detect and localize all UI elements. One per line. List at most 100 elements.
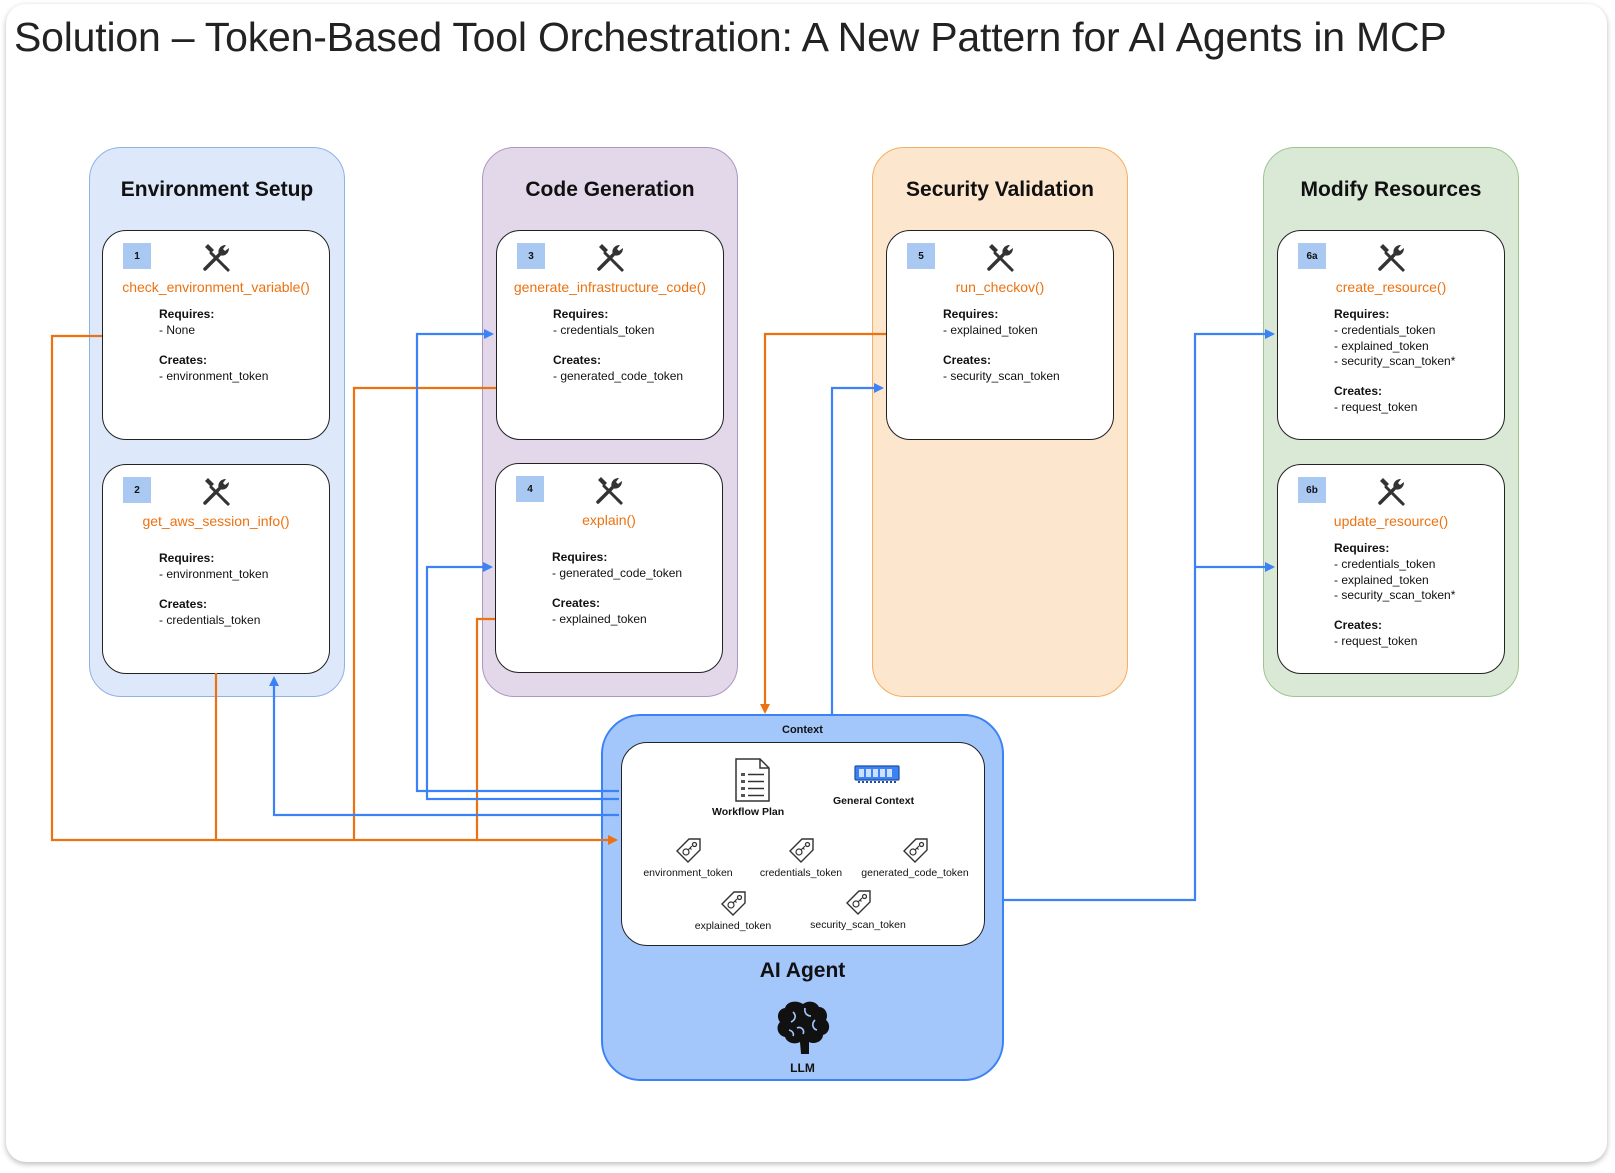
creates-label: Creates: [1334, 384, 1383, 398]
requires-item: - None [159, 323, 196, 337]
token-label: credentials_token [759, 867, 843, 879]
creates-item: - credentials_token [159, 613, 261, 627]
token-label: generated_code_token [861, 867, 969, 879]
tool-name: check_environment_variable() [122, 279, 310, 295]
requires-item: - security_scan_token* [1334, 588, 1456, 602]
lane-title: Environment Setup [120, 178, 314, 201]
creates-list: - request_token [1334, 634, 1417, 650]
context-label: Context [782, 724, 823, 736]
requires-item: - environment_token [159, 567, 269, 581]
creates-list: - environment_token [159, 369, 268, 385]
requires-label: Requires: [1334, 307, 1390, 321]
requires-label: Requires: [943, 307, 999, 321]
token-tag-icon [846, 890, 871, 915]
requires-list: - credentials_token [553, 323, 654, 339]
requires-item: - explained_token [1334, 338, 1429, 353]
requires-item: - credentials_token [553, 323, 655, 337]
requires-list: - environment_token [159, 567, 268, 583]
requires-list: - generated_code_token [552, 566, 682, 582]
wrench-screwdriver-icon [203, 476, 232, 508]
creates-item: - generated_code_token [553, 369, 684, 383]
token-label: environment_token [643, 867, 733, 879]
tool-name: explain() [582, 512, 636, 528]
tool-name: update_resource() [1333, 513, 1449, 529]
creates-item: - request_token [1334, 400, 1418, 414]
lane-title: Modify Resources [1300, 178, 1482, 201]
creates-label: Creates: [159, 597, 208, 611]
lane-title: Code Generation [525, 178, 695, 201]
requires-item: - credentials_token [1334, 557, 1436, 571]
step-number-badge: 5 [907, 243, 935, 269]
tool-update-resource: 6b update_resource() Requires: - credent… [1277, 464, 1505, 674]
tool-run-checkov: 5 run_checkov() Requires: - explained_to… [886, 230, 1114, 440]
requires-item: - credentials_token [1334, 323, 1436, 337]
step-number-badge: 4 [516, 476, 544, 502]
requires-label: Requires: [1334, 541, 1390, 555]
token-tag-icon [721, 891, 746, 916]
creates-label: Creates: [552, 596, 601, 610]
token-label: explained_token [694, 920, 772, 932]
requires-list: - explained_token [943, 323, 1038, 339]
wrench-screwdriver-icon [1378, 242, 1407, 274]
wrench-screwdriver-icon [596, 475, 625, 507]
step-number-badge: 1 [123, 243, 151, 269]
creates-label: Creates: [553, 353, 602, 367]
ai-agent-title: AI Agent [759, 959, 846, 982]
creates-item: - request_token [1334, 634, 1418, 648]
requires-list: - credentials_token - explained_token - … [1334, 323, 1455, 370]
token-security-scan: security_scan_token [798, 887, 918, 931]
creates-list: - generated_code_token [553, 369, 683, 385]
tool-name: get_aws_session_info() [142, 513, 290, 529]
token-tag-icon [676, 838, 701, 863]
wrench-screwdriver-icon [987, 242, 1016, 274]
token-tag-icon [903, 838, 928, 863]
creates-list: - security_scan_token [943, 369, 1060, 385]
token-credentials: credentials_token [741, 835, 861, 879]
requires-label: Requires: [553, 307, 609, 321]
token-environment: environment_token [628, 835, 748, 879]
requires-list: - None [159, 323, 195, 339]
brain-icon [777, 1001, 830, 1054]
tool-name: generate_infrastructure_code() [513, 279, 707, 295]
step-number-badge: 6b [1298, 477, 1326, 503]
step-number-badge: 2 [123, 477, 151, 503]
ai-agent-box: Context Workflow Plan General Context en… [601, 714, 1004, 1081]
step-number-badge: 3 [517, 243, 545, 269]
tool-generate-infrastructure-code: 3 generate_infrastructure_code() Require… [496, 230, 724, 440]
wrench-screwdriver-icon [1378, 476, 1407, 508]
creates-item: - security_scan_token [943, 369, 1060, 383]
token-generated-code: generated_code_token [855, 835, 975, 879]
creates-label: Creates: [159, 353, 208, 367]
llm-label: LLM [790, 1061, 815, 1075]
creates-item: - environment_token [159, 369, 269, 383]
lane-title: Security Validation [906, 178, 1094, 201]
context-panel: Workflow Plan General Context environmen… [621, 742, 985, 946]
tool-create-resource: 6a create_resource() Requires: - credent… [1277, 230, 1505, 440]
tool-get-aws-session-info: 2 get_aws_session_info() Requires: - env… [102, 464, 330, 674]
general-context-label: General Context [833, 795, 915, 807]
requires-list: - credentials_token - explained_token - … [1334, 557, 1455, 604]
memory-chip-icon [854, 765, 900, 783]
requires-label: Requires: [159, 551, 215, 565]
creates-list: - explained_token [552, 612, 647, 628]
step-number-badge: 6a [1298, 243, 1326, 269]
wrench-screwdriver-icon [597, 242, 626, 274]
tool-check-environment-variable: 1 check_environment_variable() Requires:… [102, 230, 330, 440]
page-title: Solution – Token-Based Tool Orchestratio… [14, 14, 1447, 60]
token-tag-icon [789, 838, 814, 863]
requires-item: - explained_token [943, 323, 1038, 337]
creates-label: Creates: [943, 353, 992, 367]
requires-label: Requires: [552, 550, 608, 564]
wrench-screwdriver-icon [203, 242, 232, 274]
document-icon [735, 758, 770, 802]
creates-list: - credentials_token [159, 613, 260, 629]
requires-label: Requires: [159, 307, 215, 321]
requires-item: - explained_token [1334, 572, 1429, 587]
tool-name: run_checkov() [955, 279, 1045, 295]
creates-label: Creates: [1334, 618, 1383, 632]
workflow-plan-label: Workflow Plan [712, 806, 785, 818]
creates-list: - request_token [1334, 400, 1417, 416]
creates-item: - explained_token [552, 612, 647, 626]
token-label: security_scan_token [810, 919, 906, 931]
requires-item: - generated_code_token [552, 566, 683, 580]
